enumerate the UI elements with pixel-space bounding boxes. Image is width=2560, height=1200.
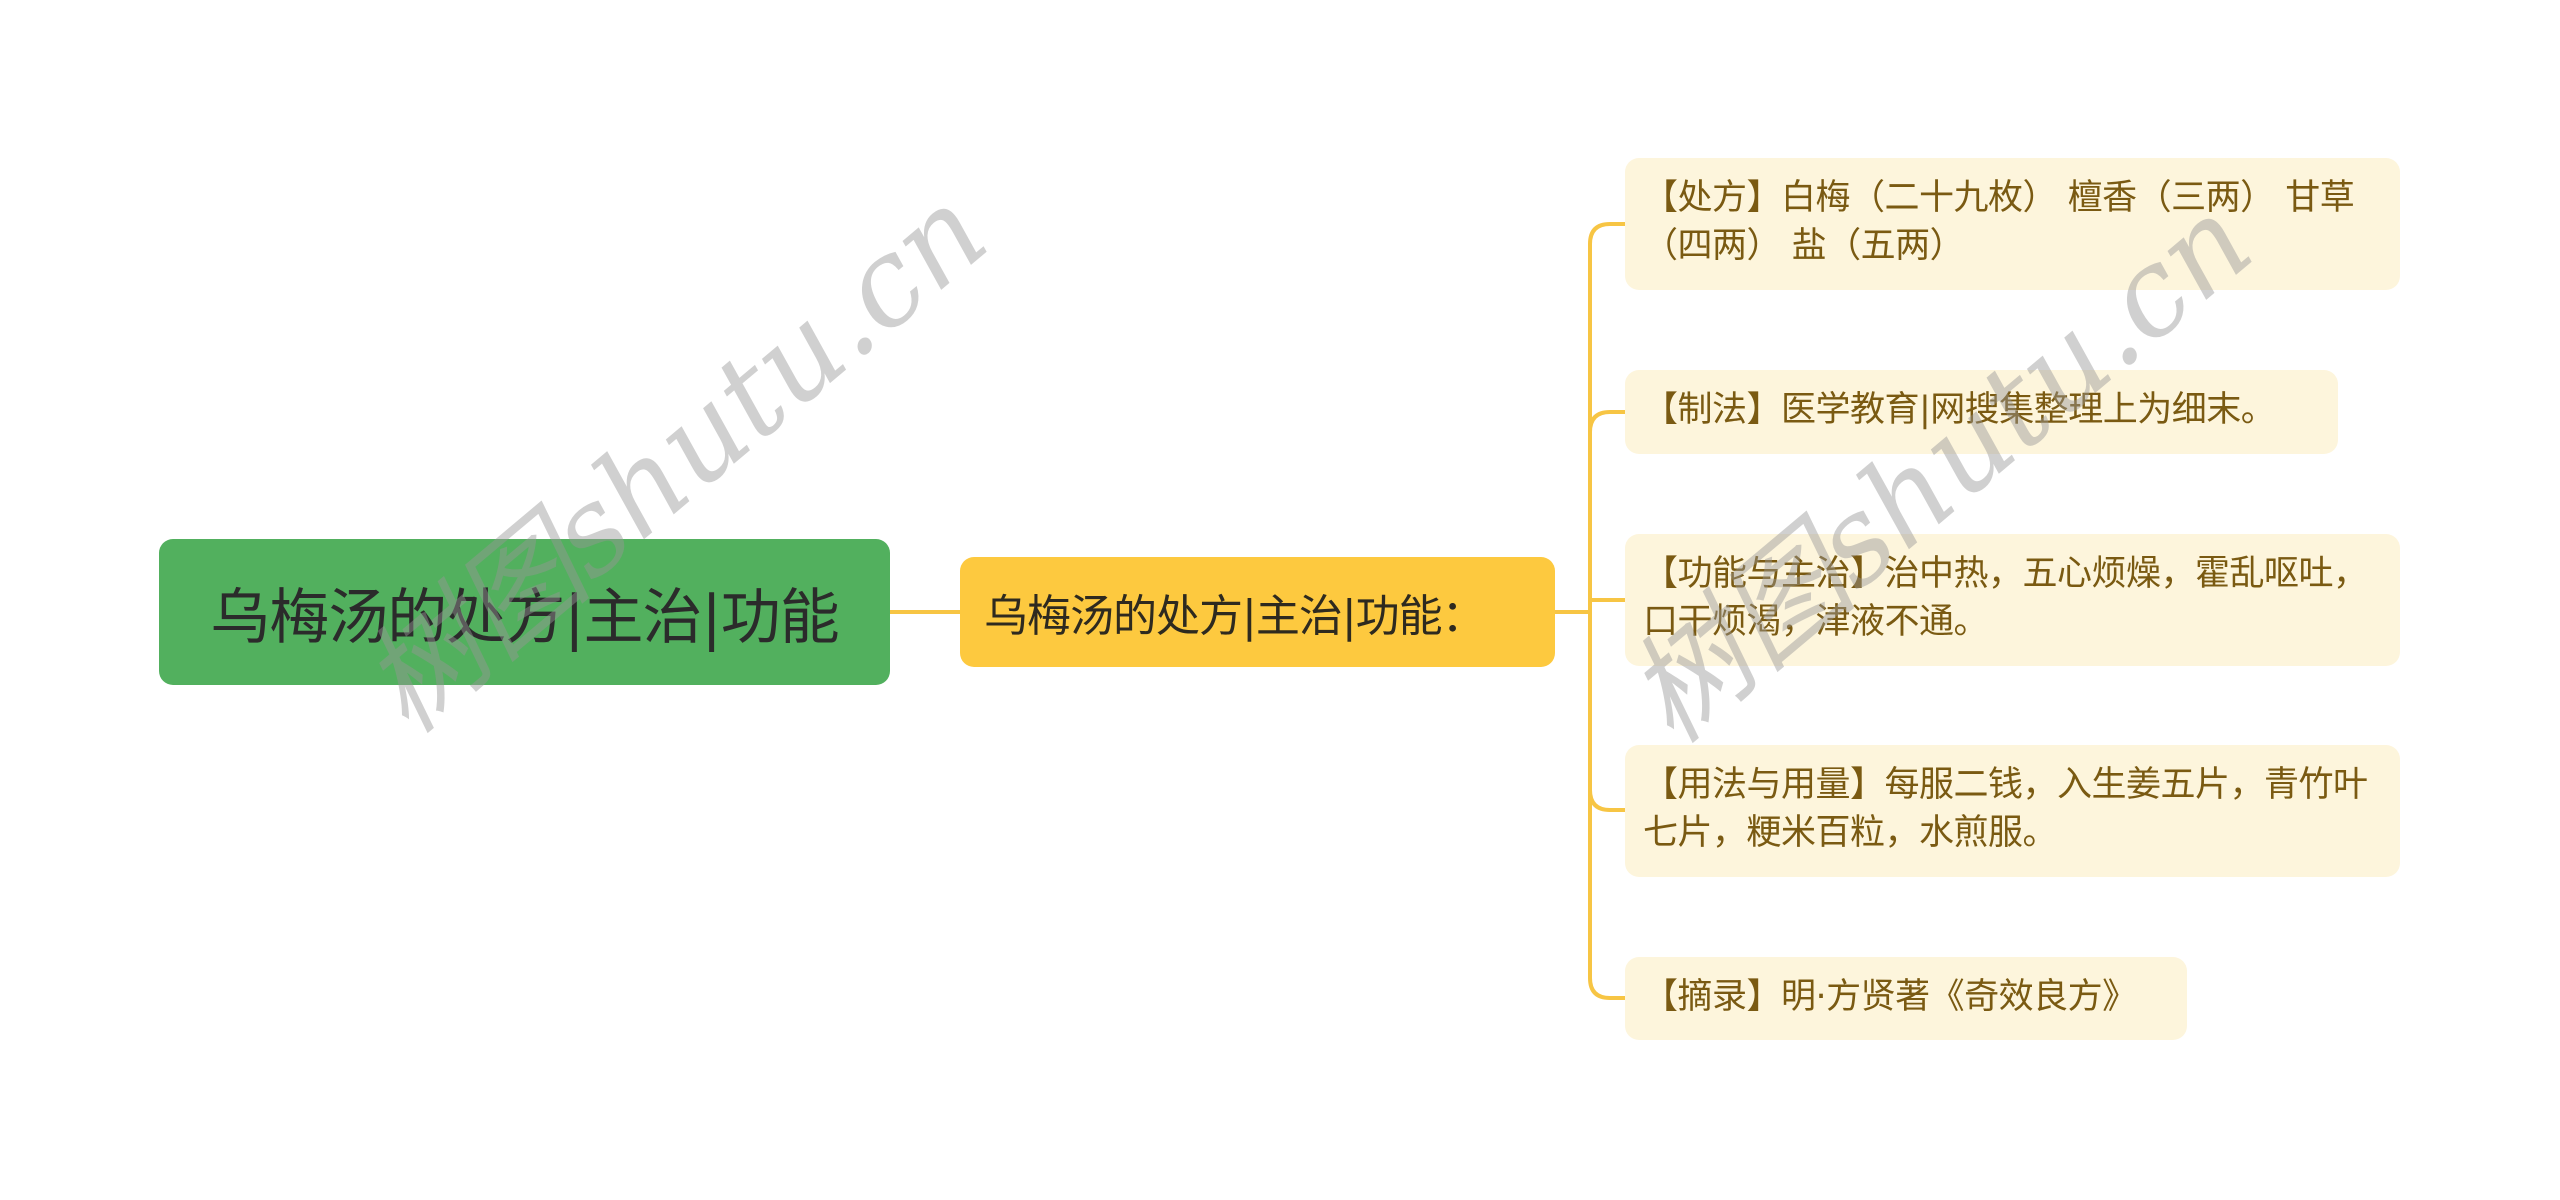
- leaf-label: 【处方】白梅（二十九枚） 檀香（三两） 甘草（四两） 盐（五两）: [1643, 178, 2355, 266]
- branch-node[interactable]: 乌梅汤的处方|主治|功能：: [960, 557, 1555, 667]
- leaf-label: 【摘录】明·方贤著《奇效良方》: [1643, 977, 2137, 1017]
- branch-node-label: 乌梅汤的处方|主治|功能：: [984, 591, 1486, 642]
- leaf-label: 【功能与主治】治中热，五心烦燥，霍乱呕吐，口干烦渴，津液不通。: [1643, 554, 2368, 642]
- root-node[interactable]: 乌梅汤的处方|主治|功能: [159, 539, 890, 685]
- leaf-label: 【用法与用量】每服二钱，入生姜五片，青竹叶七片，粳米百粒，水煎服。: [1643, 765, 2368, 853]
- leaf-node-function[interactable]: 【功能与主治】治中热，五心烦燥，霍乱呕吐，口干烦渴，津液不通。: [1625, 534, 2400, 666]
- root-node-label: 乌梅汤的处方|主治|功能: [210, 582, 839, 653]
- leaf-node-source[interactable]: 【摘录】明·方贤著《奇效良方》: [1625, 957, 2187, 1040]
- leaf-node-preparation[interactable]: 【制法】医学教育|网搜集整理上为细末。: [1625, 370, 2338, 454]
- leaf-node-dosage[interactable]: 【用法与用量】每服二钱，入生姜五片，青竹叶七片，粳米百粒，水煎服。: [1625, 745, 2400, 877]
- leaf-label: 【制法】医学教育|网搜集整理上为细末。: [1643, 390, 2276, 430]
- leaf-node-prescription[interactable]: 【处方】白梅（二十九枚） 檀香（三两） 甘草（四两） 盐（五两）: [1625, 158, 2400, 290]
